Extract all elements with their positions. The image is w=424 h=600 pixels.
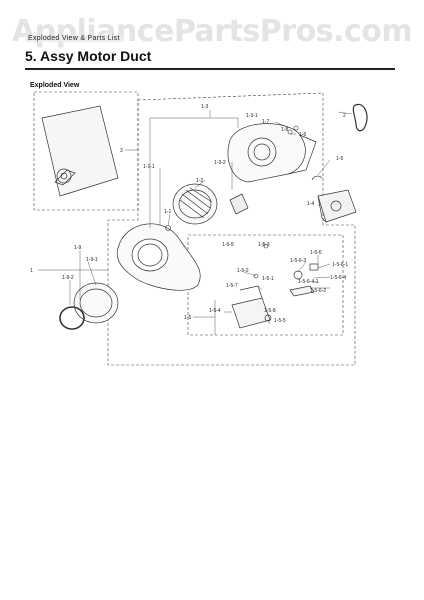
- part-2-belt: [352, 103, 368, 132]
- label-2: 2: [343, 113, 346, 119]
- label-1-3-2: 1-3-2: [214, 160, 226, 166]
- part-3-panel: [41, 105, 119, 197]
- label-1-5-9: 1-5-9: [222, 242, 234, 248]
- label-1-7: 1-7: [262, 119, 269, 125]
- label-1-5-6-4: 1-5-6-4: [330, 275, 346, 281]
- subheading: Exploded View: [30, 82, 80, 89]
- label-1-2: 1-2: [196, 178, 203, 184]
- label-1-9-2: 1-9-2: [62, 275, 74, 281]
- label-1-5-5: 1-5-5: [274, 318, 286, 324]
- label-1-5-1: 1-5-1: [262, 276, 274, 282]
- hardware-bits: [165, 125, 299, 279]
- label-3: 3: [120, 148, 123, 154]
- label-1-1-1: 1-1-1: [143, 164, 155, 170]
- label-1-5-2: 1-5-2: [237, 268, 249, 274]
- outline-1: [107, 92, 356, 366]
- leader-lines: [38, 110, 353, 335]
- label-1-5-6-1: 1-5-6-1: [332, 262, 348, 268]
- label-1-8: 1-8: [281, 127, 288, 133]
- part-1-5-bracket: [231, 263, 319, 329]
- section-title: 5. Assy Motor Duct: [25, 48, 152, 64]
- watermark: AppliancePartsPros.com: [11, 14, 413, 49]
- label-1-5-8: 1-5-8: [264, 308, 276, 314]
- label-1-3: 1-3: [201, 104, 208, 110]
- title-rule: [25, 68, 395, 70]
- label-1-3-1: 1-3-1: [246, 113, 258, 119]
- label-1-6: 1-6: [299, 132, 306, 138]
- part-1-3-duct-housing: [227, 123, 317, 183]
- label-1-5-6-2: 1-5-6-2: [310, 288, 326, 294]
- part-1-1-housing: [116, 223, 201, 291]
- part-labels: 1 1-1-1 1-1 1-2 1-3 1-3-1 1-3-2 1-4 1-5 …: [30, 104, 348, 324]
- label-1-4: 1-4: [307, 201, 314, 207]
- label-1-5-6-3: 1-5-6-3: [290, 258, 306, 264]
- part-1-2-fan: [172, 183, 249, 225]
- label-1-5-0: 1-5: [184, 315, 191, 321]
- header-label: Exploded View & Parts List: [25, 35, 123, 42]
- label-1-5-7: 1-5-7: [226, 283, 238, 289]
- label-1-5: 1-5: [336, 156, 343, 162]
- label-1-5-6: 1-5-6: [310, 250, 322, 256]
- label-1-5-3: 1-5-3: [258, 242, 270, 248]
- label-1-1: 1-1: [164, 209, 171, 215]
- label-1-9-1: 1-9-1: [86, 257, 98, 263]
- part-1-9-ring: [59, 282, 119, 330]
- part-1-4-motor: [311, 175, 357, 223]
- label-1-5-6-4-1: 1-5-6-4-1: [298, 279, 319, 285]
- outline-3: [33, 91, 139, 211]
- label-1-9: 1-9: [74, 245, 81, 251]
- label-1: 1: [30, 268, 33, 274]
- label-1-5-4: 1-5-4: [209, 308, 221, 314]
